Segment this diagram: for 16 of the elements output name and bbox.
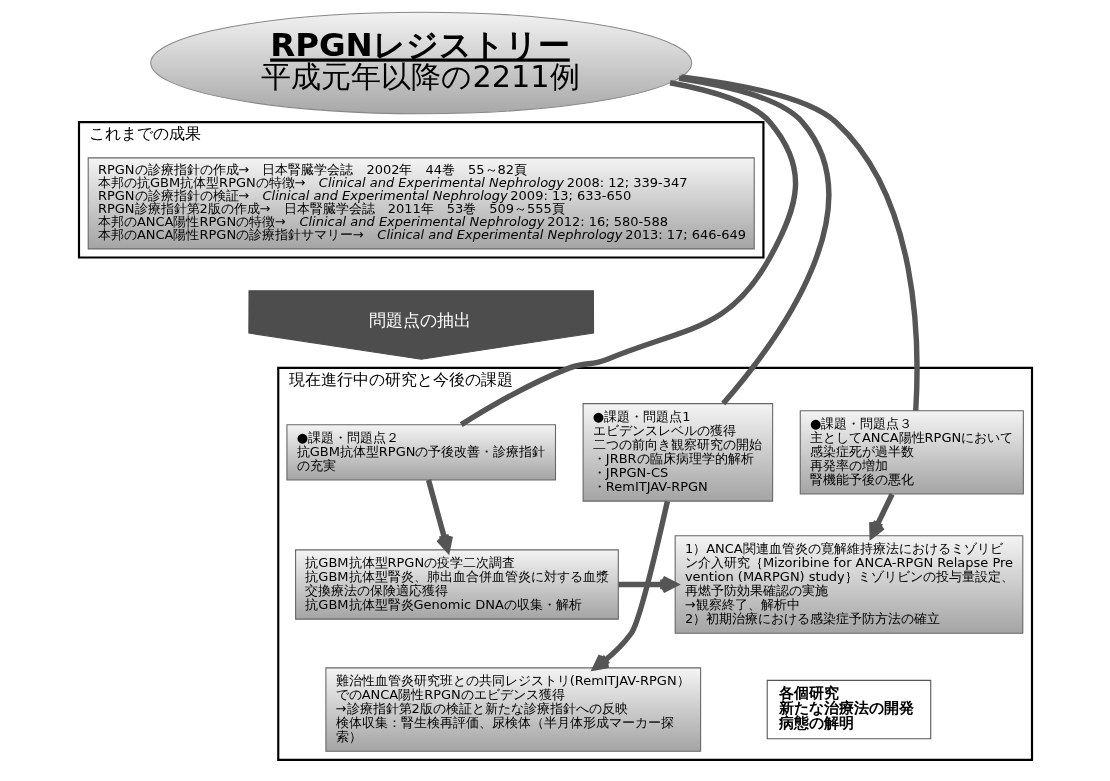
connector [680,74,920,411]
arrow [592,500,670,671]
arrow [425,479,453,553]
node-box: ●課題・問題点２ 抗GBM抗体型RPGNの予後改善・診療指針の充実 [285,424,556,481]
arrow [868,493,895,539]
node-box: ●課題・問題点３ 主としてANCA陽性RPGNにおいて 感染症死が過半数 再発率の増加 腎機能予後の悪化 [799,410,1024,495]
node-box: 1）ANCA関連血管炎の寛解維持療法におけるミゾリビン介入研究｛Mizoribine for ANCA-RPGN Relapse Prevention (MARPGN) study｝ミゾリビンの投与量設定、再燃予防効果確認の実施 →観察終了、解析中 2）初期治療における感染症予防方法の確立 [674,535,1023,634]
connector [678,75,831,406]
node-box: 抗GBM抗体型RPGNの疫学二次調査 抗GBM抗体型腎炎、肺出血合併血管炎に対する血漿交換療法の保険適応獲得 抗GBM抗体型腎炎Genomic DNAの収集・解析 [294,549,619,620]
arrow [618,575,678,594]
node-box: 難治性血管炎研究班との共同レジストリ(RemITJAV-RPGN）でのANCA陽性RPGNのエビデンス獲得 →診療指針第2版の検証と新たな診療指針への反映 検体収集：腎生検再評価、尿検体（半月体形成マーカー探索） [324,667,701,752]
node-box: ●課題・問題点1 エビデンスレベルの獲得 二つの前向き観察研究の開始 ・JRBRの臨床病理学的解析 ・JRPGN-CS ・RemITJAV-RPGN [582,403,773,502]
connector [459,80,798,427]
node-ellipse: RPGNレジストリー 平成元年以降の2211例 [149,11,692,115]
node-box: RPGNの診療指針の作成→ 日本腎臓学会誌 2002年 44巻 55～82頁 本邦の抗GBM抗体型RPGNの特徴→ Clinical and Experimental Nephrology 2008: 12; 339-347 RPGNの診療指針の検証→ Clinical and Experimental Nephrology 2009: 13; 633-650 RPGN診療指針第2版の作成→ 日本腎臓学会誌 2011年 53巻 509～555頁 本邦のANCA陽性RPGNの特徴→ Clinical and Experimental Nephrology 2012: 16; 580-588 本邦のANCA陽性RPGNの診療指針サマリー→ Clinical and Experimental Nephrology 2013: 17; 646-649 [87,157,755,250]
node-box: 各個研究 新たな治療法の開発 病態の解明 [766,679,931,740]
